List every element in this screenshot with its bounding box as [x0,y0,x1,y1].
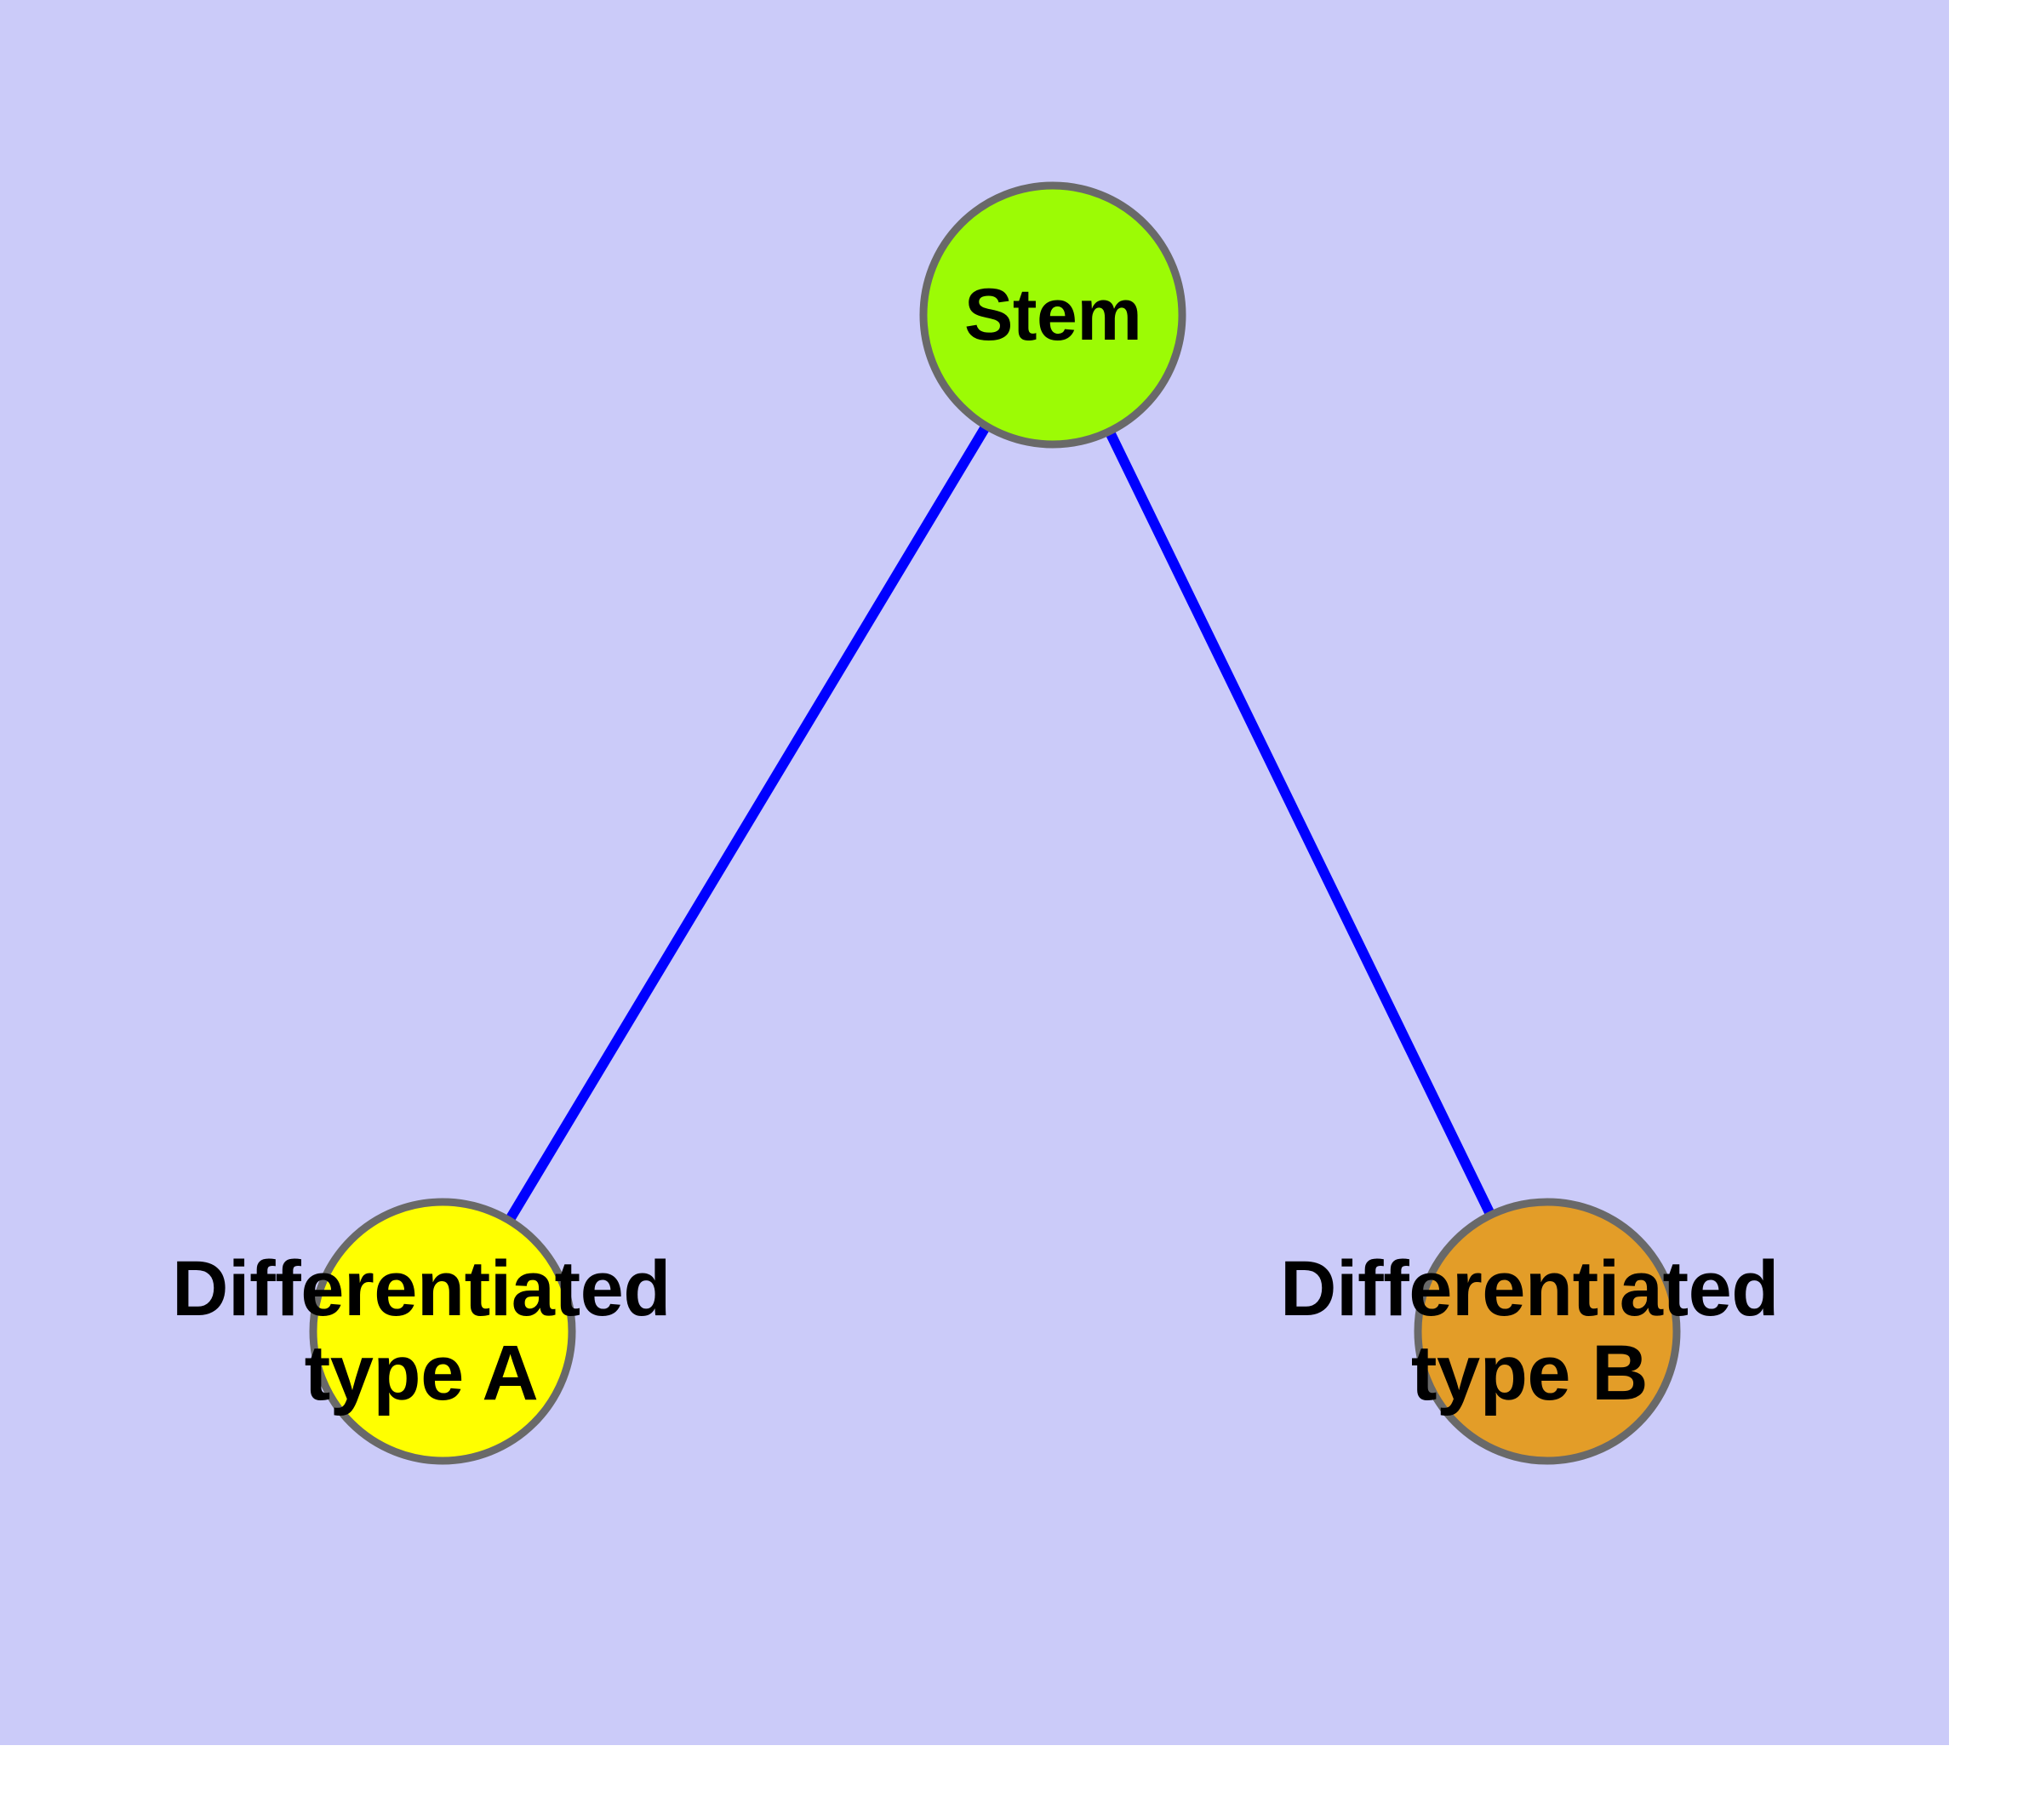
graph-node-stem[interactable] [919,181,1186,449]
graph-node-diff_b[interactable] [1414,1198,1681,1465]
graph-node-diff_a[interactable] [309,1198,576,1465]
nodes-layer [309,181,1681,1465]
